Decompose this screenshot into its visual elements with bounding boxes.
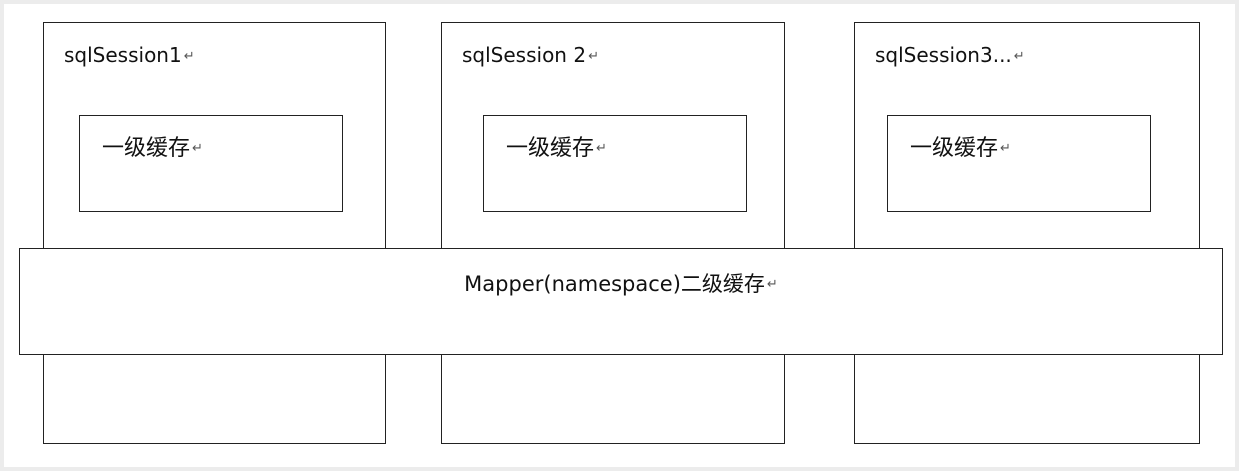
session-box-2: sqlSession 2↵ 一级缓存↵ [441, 22, 785, 444]
session-box-3: sqlSession3...↵ 一级缓存↵ [854, 22, 1200, 444]
session-title-3-text: sqlSession3... [875, 43, 1012, 67]
paragraph-mark-icon: ↵ [1013, 48, 1025, 64]
first-level-cache-label-2: 一级缓存↵ [506, 136, 607, 162]
first-level-cache-text-3: 一级缓存 [910, 136, 999, 161]
first-level-cache-box-3: 一级缓存↵ [887, 115, 1151, 212]
first-level-cache-label-1: 一级缓存↵ [102, 136, 203, 162]
first-level-cache-label-3: 一级缓存↵ [910, 136, 1011, 162]
session-box-1: sqlSession1↵ 一级缓存↵ [43, 22, 386, 444]
paragraph-mark-icon: ↵ [766, 277, 778, 292]
session-title-1: sqlSession1↵ [64, 43, 195, 69]
mapper-second-level-cache-label: Mapper(namespace)二级缓存↵ [20, 271, 1222, 298]
session-title-2: sqlSession 2↵ [462, 43, 599, 69]
mapper-second-level-cache-text: Mapper(namespace)二级缓存 [464, 272, 765, 296]
diagram-canvas: sqlSession1↵ 一级缓存↵ sqlSession 2↵ 一级缓存↵ s… [4, 4, 1235, 467]
session-title-3: sqlSession3...↵ [875, 43, 1025, 69]
paragraph-mark-icon: ↵ [596, 141, 607, 156]
first-level-cache-text-1: 一级缓存 [102, 136, 191, 161]
paragraph-mark-icon: ↵ [588, 48, 599, 64]
paragraph-mark-icon: ↵ [192, 141, 203, 156]
first-level-cache-box-2: 一级缓存↵ [483, 115, 747, 212]
paragraph-mark-icon: ↵ [183, 48, 195, 64]
paragraph-mark-icon: ↵ [1000, 141, 1011, 156]
session-title-1-text: sqlSession1 [64, 43, 182, 67]
mapper-second-level-cache-box: Mapper(namespace)二级缓存↵ [19, 248, 1223, 355]
first-level-cache-text-2: 一级缓存 [506, 136, 595, 161]
session-title-2-text: sqlSession 2 [462, 43, 587, 67]
first-level-cache-box-1: 一级缓存↵ [79, 115, 343, 212]
